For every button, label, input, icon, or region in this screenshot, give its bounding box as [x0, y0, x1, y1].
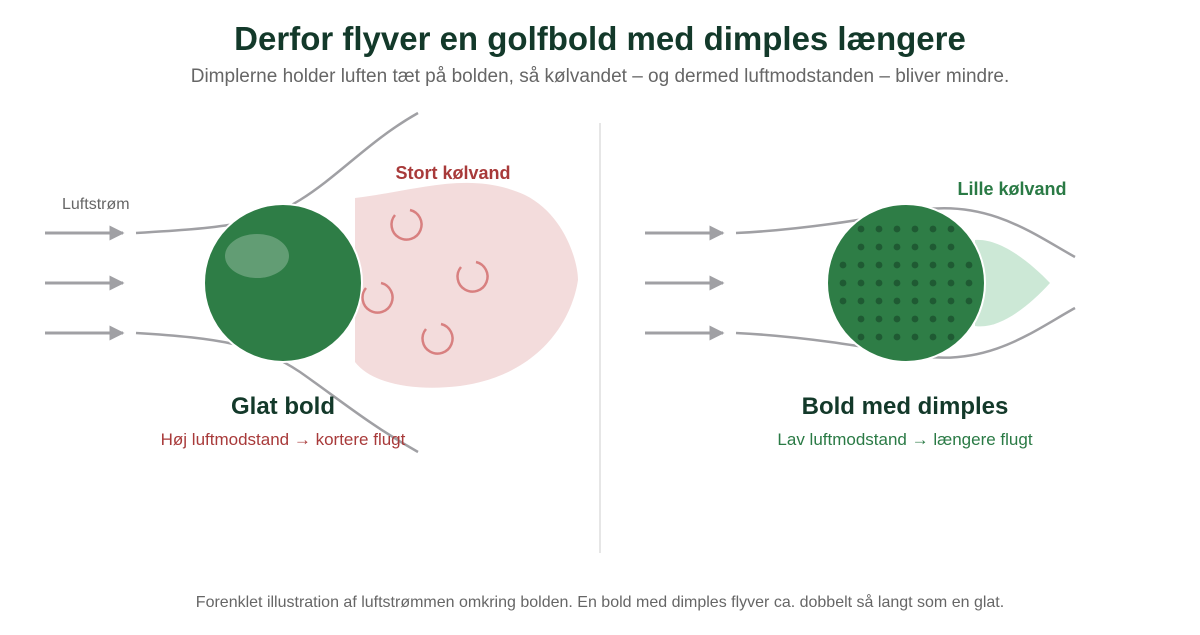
- dimple-dot: [911, 225, 919, 233]
- wake-label-small: Lille kølvand: [957, 179, 1066, 199]
- ball-highlight: [225, 234, 289, 278]
- small-wake: [975, 239, 1050, 327]
- left-panel: Luftstrøm Stort kølvand Glat bold Høj lu…: [45, 111, 578, 454]
- dimple-dot: [947, 297, 955, 305]
- dimple-dot: [893, 243, 901, 251]
- dimple-dot: [893, 225, 901, 233]
- dimple-dot: [857, 315, 865, 323]
- ball-title-smooth: Glat bold: [231, 393, 335, 420]
- dimple-dot: [839, 261, 847, 269]
- eddy-icon: [456, 260, 489, 293]
- eddy-icon: [421, 322, 454, 355]
- dimple-dot: [875, 225, 883, 233]
- airflow-label: Luftstrøm: [62, 196, 130, 213]
- dimple-dot: [929, 261, 937, 269]
- large-wake: [355, 182, 578, 388]
- dimple-dot: [875, 315, 883, 323]
- dimple-dot: [947, 279, 955, 287]
- dimple-dot: [911, 261, 919, 269]
- dimple-dot: [893, 297, 901, 305]
- dimple-dot: [857, 333, 865, 341]
- dimple-dot: [875, 243, 883, 251]
- dimple-dot: [929, 333, 937, 341]
- dimple-dot: [911, 243, 919, 251]
- dimple-dot: [857, 297, 865, 305]
- dimple-dot: [857, 243, 865, 251]
- dimple-dot: [911, 279, 919, 287]
- right-panel: Lille kølvand Bold med dimples Lav luftm…: [645, 179, 1076, 449]
- dimple-dot: [965, 261, 973, 269]
- dimple-dot: [875, 261, 883, 269]
- eddy-icon: [361, 281, 394, 314]
- streamline-bottom: [135, 331, 419, 454]
- dimple-dot: [965, 297, 973, 305]
- dimple-dot: [893, 279, 901, 287]
- dimple-dot: [929, 315, 937, 323]
- dimple-dot: [857, 261, 865, 269]
- dimple-dot: [929, 225, 937, 233]
- result-text-smooth: Høj luftmodstand → kortere flugt: [161, 430, 406, 449]
- dimple-dot: [911, 315, 919, 323]
- dimple-dot: [839, 279, 847, 287]
- wake-label-large: Stort kølvand: [395, 163, 510, 183]
- dimple-dot: [893, 315, 901, 323]
- smooth-ball: [203, 203, 363, 363]
- dimple-dot: [875, 279, 883, 287]
- dimple-dot: [947, 315, 955, 323]
- footer-caption: Forenklet illustration af luftstrømmen o…: [195, 594, 1005, 611]
- dimple-dot: [893, 333, 901, 341]
- result-text-dimpled: Lav luftmodstand → længere flugt: [777, 430, 1032, 449]
- eddy-icon: [390, 208, 423, 241]
- dimple-dot: [875, 333, 883, 341]
- dimple-dot: [947, 225, 955, 233]
- dimpled-ball: [826, 203, 986, 363]
- dimple-dot: [857, 225, 865, 233]
- dimple-dot: [911, 333, 919, 341]
- page-subtitle: Dimplerne holder luften tæt på bolden, s…: [190, 66, 1010, 87]
- streamline-top: [135, 111, 419, 235]
- dimple-dot: [947, 261, 955, 269]
- page-title: Derfor flyver en golfbold med dimples læ…: [234, 20, 966, 57]
- dimple-dot: [839, 297, 847, 305]
- dimple-dot: [875, 297, 883, 305]
- dimple-dot: [911, 297, 919, 305]
- ball-title-dimpled: Bold med dimples: [802, 393, 1009, 420]
- dimple-dot: [857, 279, 865, 287]
- dimple-dot: [947, 243, 955, 251]
- dimple-pattern: [839, 225, 973, 341]
- dimple-dot: [929, 243, 937, 251]
- dimple-dot: [929, 297, 937, 305]
- dimple-dot: [929, 279, 937, 287]
- dimple-dot: [947, 333, 955, 341]
- dimple-dot: [893, 261, 901, 269]
- dimple-dot: [965, 279, 973, 287]
